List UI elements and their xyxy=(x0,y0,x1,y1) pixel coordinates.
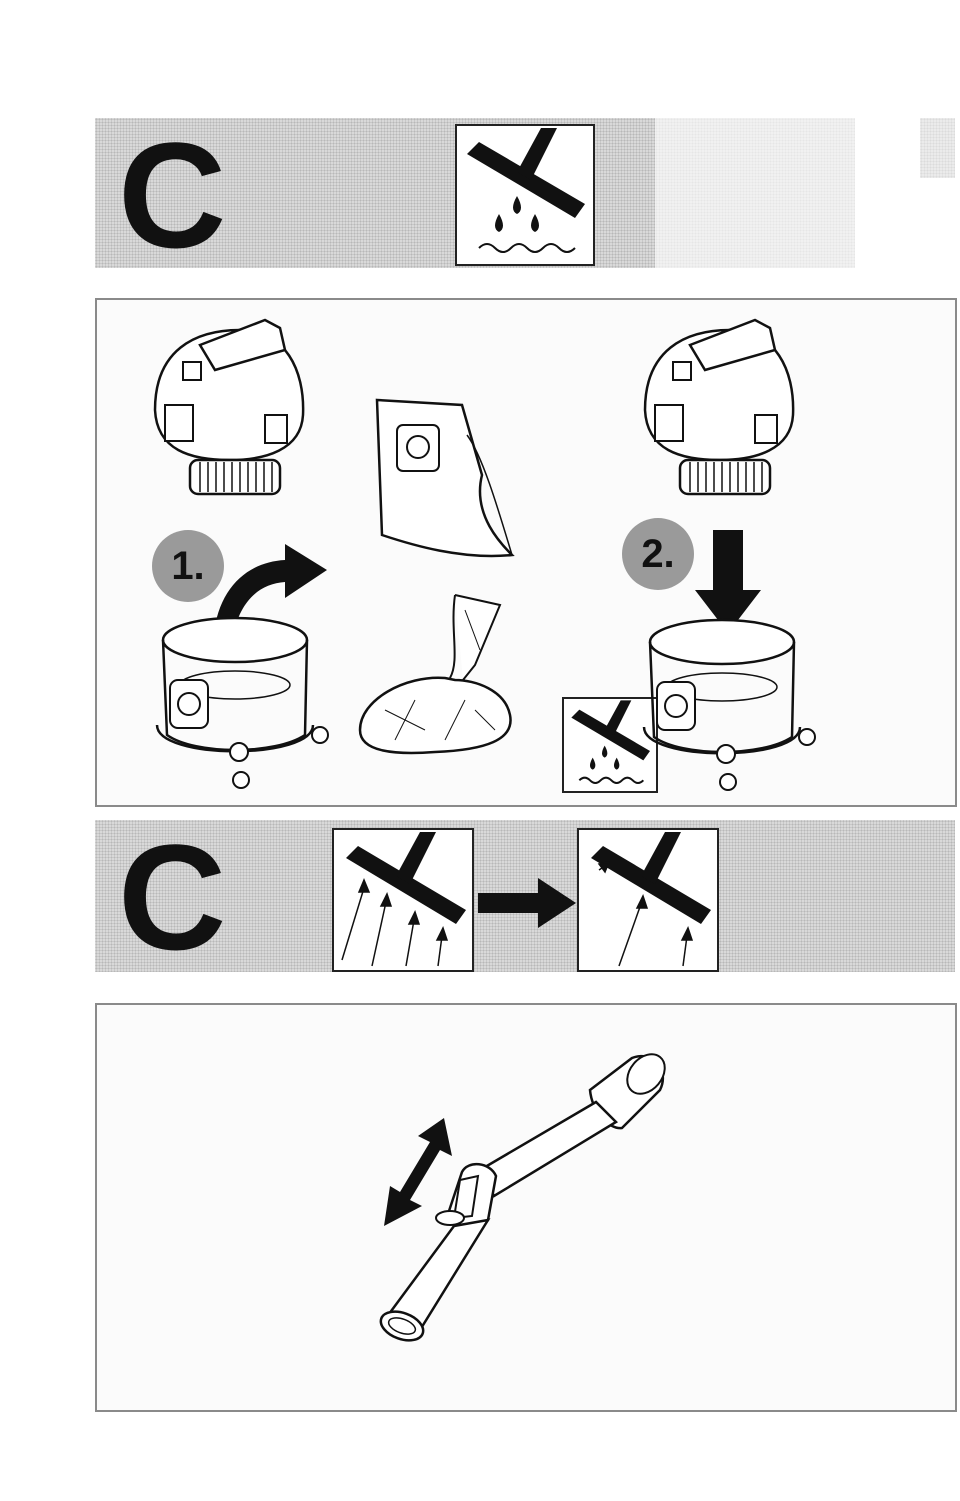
wet-vacuum-small-icon-box xyxy=(562,697,658,793)
step-2-badge: 2. xyxy=(622,518,694,590)
double-arrow-icon xyxy=(384,1118,452,1226)
section-letter-2: C xyxy=(118,813,227,981)
down-arrow-icon xyxy=(695,530,761,633)
vacuum-container-right xyxy=(642,618,816,791)
vacuum-container-left xyxy=(155,616,329,789)
handle-suction-slider-illustration xyxy=(379,1053,666,1342)
suction-reduced-nozzle-icon xyxy=(591,832,711,967)
suction-reduced-icon-box xyxy=(577,828,719,972)
curved-arrow-icon xyxy=(213,544,327,650)
vacuum-motor-head-left xyxy=(153,318,305,496)
section-header-1-fade xyxy=(655,118,855,268)
section-header-1-edge xyxy=(920,118,955,178)
suction-full-nozzle-icon xyxy=(341,832,466,967)
wet-vacuum-icon-box xyxy=(455,124,595,266)
vacuum-motor-head-right xyxy=(643,318,795,496)
panel-2-frame xyxy=(95,1003,957,1412)
right-arrow-icon xyxy=(478,878,576,928)
suction-full-icon-box xyxy=(332,828,474,972)
section-letter-1: C xyxy=(118,111,227,279)
filter-bag-icon xyxy=(375,398,515,558)
step-1-badge: 1. xyxy=(152,530,224,602)
tied-bag-icon xyxy=(358,594,512,755)
wet-vacuum-nozzle-small-icon xyxy=(571,700,650,784)
wet-vacuum-nozzle-icon xyxy=(467,128,585,253)
